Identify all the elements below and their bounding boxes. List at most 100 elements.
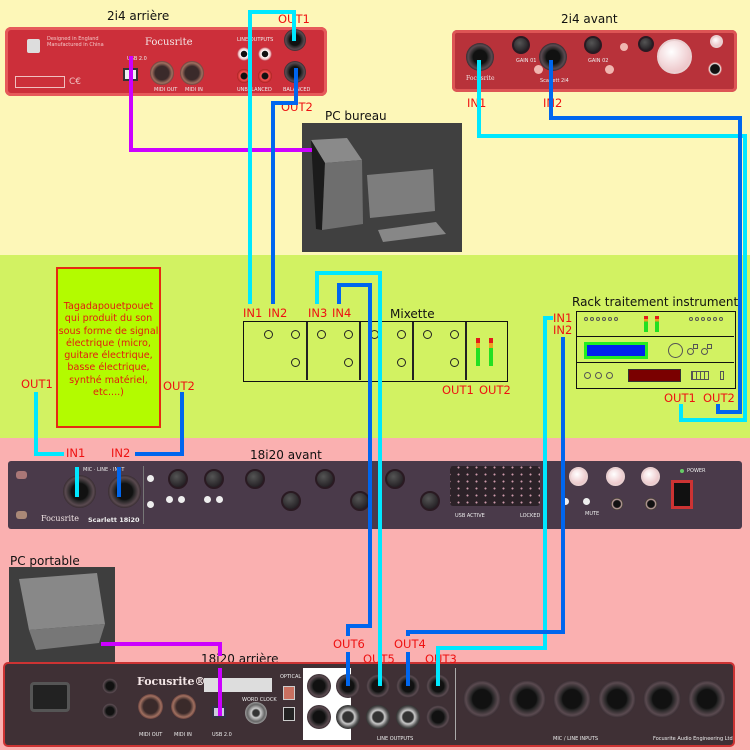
line-output-jack[interactable] <box>307 674 331 698</box>
line-output-5-jack[interactable] <box>366 674 390 698</box>
power-inlet[interactable] <box>30 682 70 712</box>
pad-button[interactable] <box>216 496 223 503</box>
line-output-jack[interactable] <box>396 705 420 729</box>
inst-button[interactable] <box>204 496 211 503</box>
mixer-knob[interactable] <box>317 330 326 339</box>
rack-knob[interactable] <box>687 348 694 355</box>
gain-4-knob[interactable] <box>281 491 301 511</box>
gain-1-knob[interactable] <box>168 469 188 489</box>
rack-button[interactable] <box>693 344 698 349</box>
optical-in-port[interactable] <box>283 707 295 721</box>
phantom-button[interactable] <box>147 475 154 482</box>
mute-button[interactable] <box>583 498 590 505</box>
phantom-48v-button[interactable] <box>620 43 628 51</box>
line-output-jack[interactable] <box>366 705 390 729</box>
line-output-6-jack[interactable] <box>336 674 360 698</box>
rack-display-blue <box>584 342 648 359</box>
port-18i20-rear-out3: OUT3 <box>425 652 457 666</box>
headphone-1-volume-knob[interactable] <box>606 467 625 486</box>
combo-input-1[interactable] <box>466 43 494 71</box>
rack-knob[interactable] <box>606 372 613 379</box>
rca-jack[interactable] <box>237 47 251 61</box>
headphone-jack[interactable] <box>708 62 722 76</box>
desktop-computer-icon <box>311 138 446 242</box>
headphone-volume-knob[interactable] <box>710 35 723 48</box>
power-switch[interactable] <box>671 480 693 509</box>
gain-7-knob[interactable] <box>385 469 405 489</box>
mixette-mixer <box>243 321 508 382</box>
line-output-4-jack[interactable] <box>396 674 420 698</box>
phantom-button[interactable] <box>147 501 154 508</box>
pad-button[interactable] <box>605 65 614 74</box>
compliance-icon <box>27 39 40 53</box>
midi-out-port[interactable] <box>138 694 163 719</box>
gain-1-knob[interactable] <box>512 36 530 54</box>
port-source-out1: OUT1 <box>21 377 53 391</box>
mic-line-input-jack[interactable] <box>643 680 681 718</box>
word-clock-bnc[interactable] <box>245 702 267 724</box>
rca-jack[interactable] <box>258 47 272 61</box>
combo-input-2[interactable] <box>108 475 141 508</box>
gain-2-knob[interactable] <box>204 469 224 489</box>
line-output-jack[interactable] <box>307 705 331 729</box>
midi-in-port[interactable] <box>180 61 204 85</box>
combo-input-2[interactable] <box>539 43 567 71</box>
inst-button[interactable] <box>166 496 173 503</box>
mixer-knob[interactable] <box>397 330 406 339</box>
port-rack-in2: IN2 <box>553 323 573 337</box>
pad-button[interactable] <box>534 65 543 74</box>
combo-input-1[interactable] <box>63 475 96 508</box>
mic-line-input-jack[interactable] <box>508 680 546 718</box>
line-output-jack[interactable] <box>426 705 450 729</box>
midi-in-port[interactable] <box>171 694 196 719</box>
mixer-knob[interactable] <box>291 358 300 367</box>
gain-6-knob[interactable] <box>350 491 370 511</box>
rca-jack[interactable] <box>258 69 272 83</box>
unbalanced-label: UNBALANCED <box>237 87 272 93</box>
dim-button[interactable] <box>562 498 569 505</box>
spdif-in-jack[interactable] <box>102 703 118 719</box>
rack-knob[interactable] <box>584 372 591 379</box>
pad-button[interactable] <box>178 496 185 503</box>
mixer-knob[interactable] <box>344 330 353 339</box>
gain-3-knob[interactable] <box>245 469 265 489</box>
headphone-1-jack[interactable] <box>611 498 623 510</box>
balanced-out1-jack[interactable] <box>284 29 306 51</box>
mic-line-input-jack[interactable] <box>463 680 501 718</box>
balanced-out2-jack[interactable] <box>284 61 306 83</box>
rack-knob[interactable] <box>595 372 602 379</box>
usb-port[interactable] <box>212 706 226 718</box>
brand-logo: Focusrite <box>145 37 193 48</box>
gain-2-knob[interactable] <box>584 36 602 54</box>
optical-out-port[interactable] <box>283 686 295 700</box>
mixer-knob[interactable] <box>370 330 379 339</box>
mixer-knob[interactable] <box>423 330 432 339</box>
mic-line-input-jack[interactable] <box>598 680 636 718</box>
headphone-2-jack[interactable] <box>645 498 657 510</box>
monitor-mix-knob[interactable] <box>638 36 654 52</box>
line-output-3-jack[interactable] <box>426 674 450 698</box>
headphone-2-volume-knob[interactable] <box>641 467 660 486</box>
mixer-knob[interactable] <box>264 330 273 339</box>
gain-8-knob[interactable] <box>420 491 440 511</box>
mixer-knob[interactable] <box>344 358 353 367</box>
gain-5-knob[interactable] <box>315 469 335 489</box>
rack-button-grid[interactable] <box>691 371 709 380</box>
rack-button[interactable] <box>707 344 712 349</box>
monitor-volume-knob[interactable] <box>569 467 588 486</box>
line-output-jack[interactable] <box>336 705 360 729</box>
mixer-knob[interactable] <box>450 358 459 367</box>
midi-out-port[interactable] <box>150 61 174 85</box>
mixer-knob[interactable] <box>397 358 406 367</box>
mixer-knob[interactable] <box>291 330 300 339</box>
rca-jack[interactable] <box>237 69 251 83</box>
mic-line-input-jack[interactable] <box>553 680 591 718</box>
rack-switch[interactable] <box>720 371 724 380</box>
rack-knob[interactable] <box>701 348 708 355</box>
mixer-knob[interactable] <box>450 330 459 339</box>
rack-knob[interactable] <box>668 343 683 358</box>
usb-port[interactable] <box>123 68 138 81</box>
monitor-volume-knob[interactable] <box>657 39 692 74</box>
mic-line-input-jack[interactable] <box>688 680 726 718</box>
spdif-out-jack[interactable] <box>102 678 118 694</box>
